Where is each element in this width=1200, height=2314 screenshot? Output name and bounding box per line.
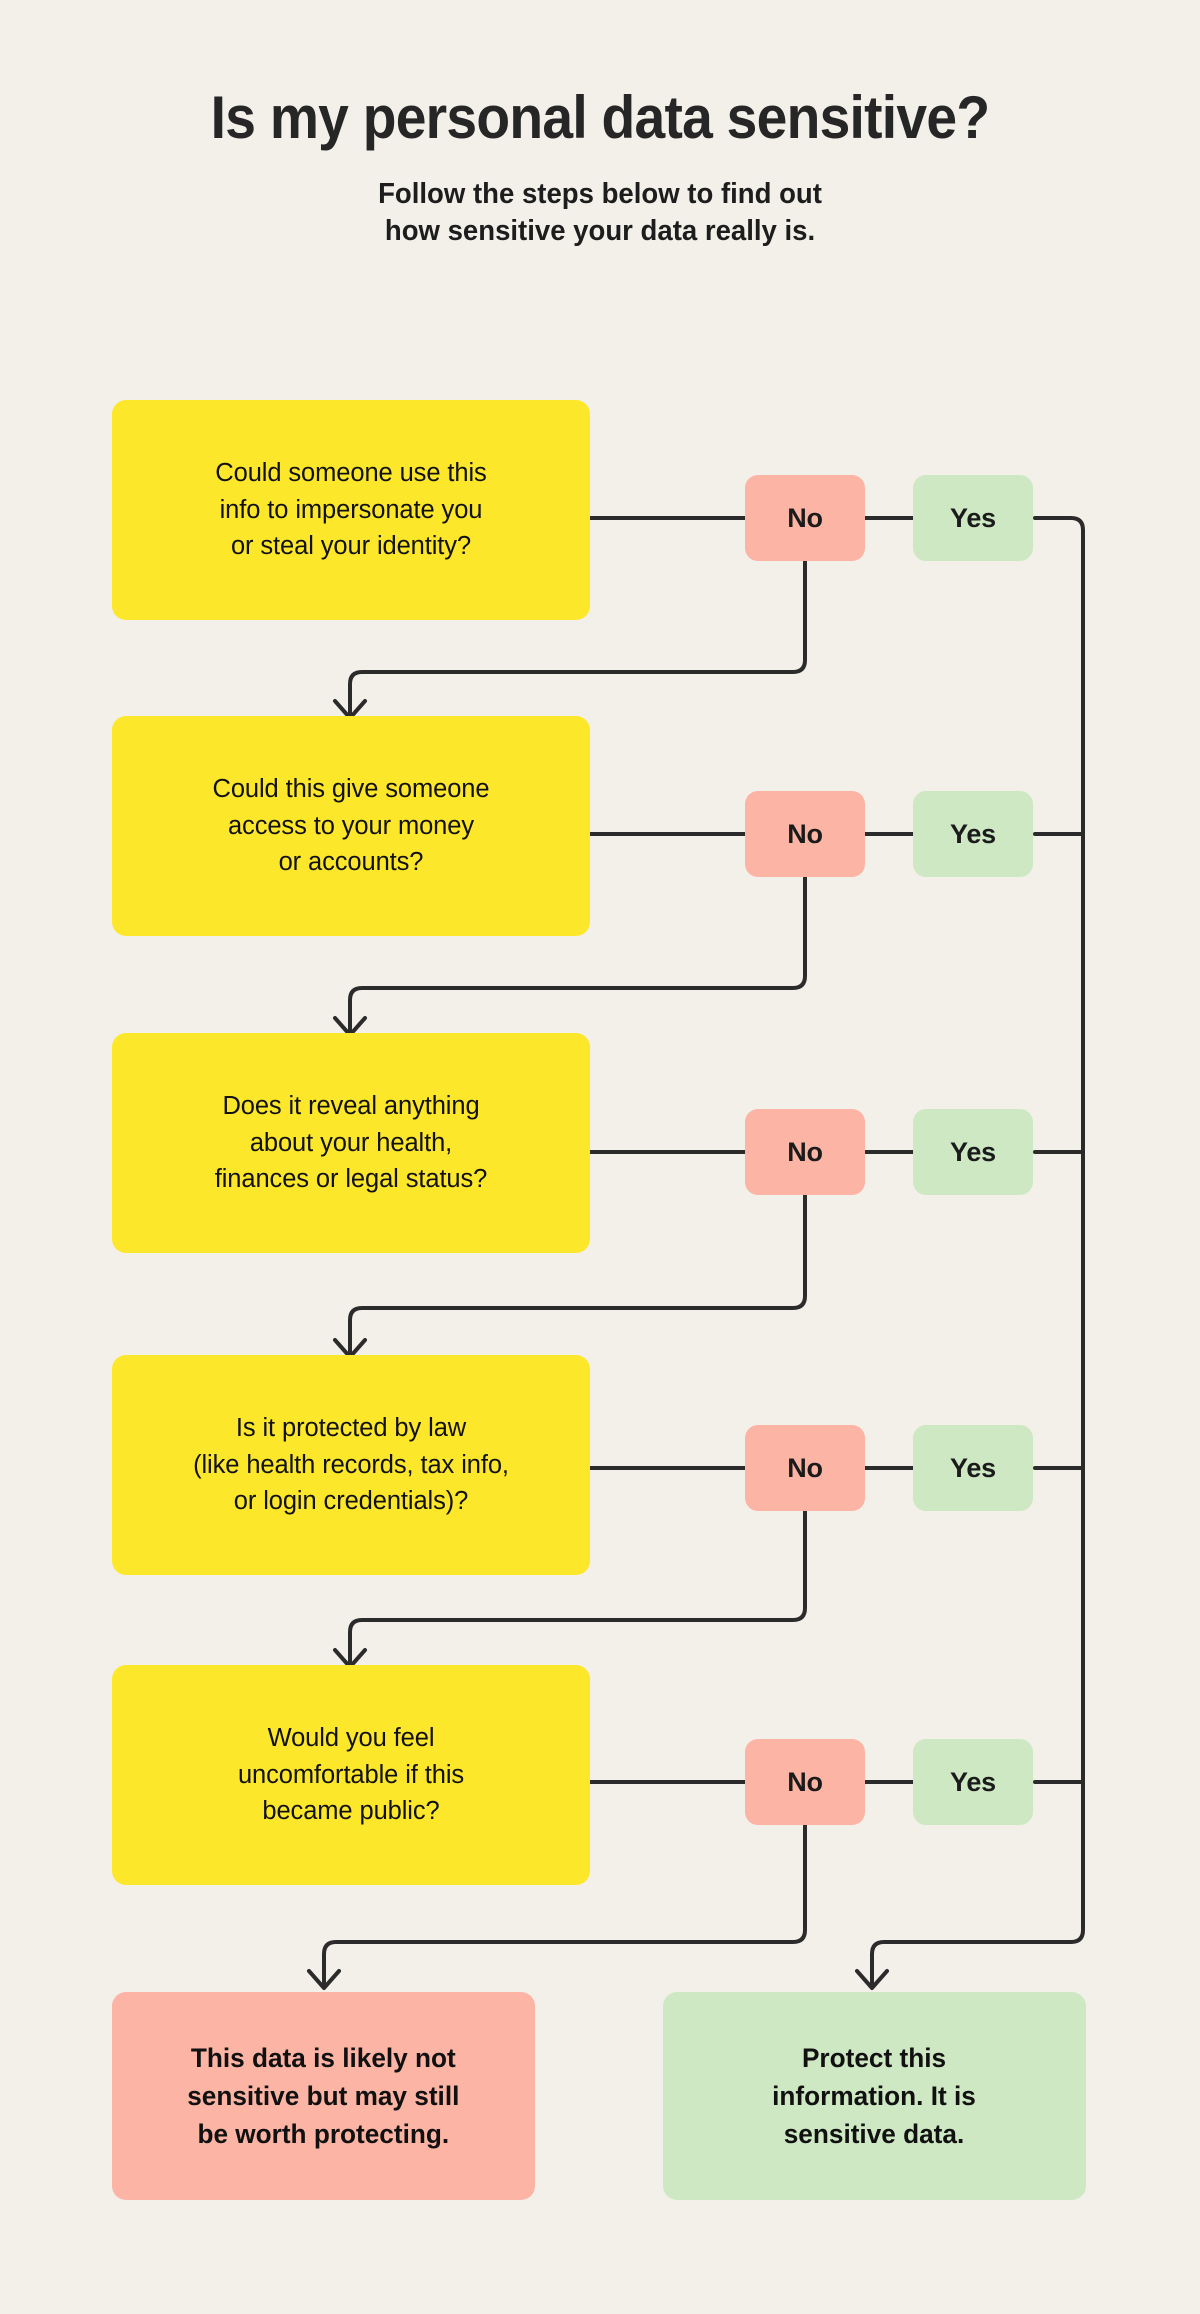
question-box-3[interactable]: Does it reveal anything about your healt… xyxy=(112,1033,590,1253)
yes-badge-1[interactable]: Yes xyxy=(913,475,1033,561)
no-badge-5[interactable]: No xyxy=(745,1739,865,1825)
arrowhead-result-no xyxy=(307,1969,341,1990)
subtitle-line-1: Follow the steps below to find out xyxy=(378,178,822,210)
question-text-1: Could someone use this info to impersona… xyxy=(215,458,487,561)
result-text-not-sensitive: This data is likely not sensitive but ma… xyxy=(187,2042,460,2150)
question-text-3: Does it reveal anything about your healt… xyxy=(214,1091,488,1194)
yes-badge-5[interactable]: Yes xyxy=(913,1739,1033,1825)
question-box-4[interactable]: Is it protected by law (like health reco… xyxy=(112,1355,590,1575)
no-badge-1[interactable]: No xyxy=(745,475,865,561)
arrowhead-result-yes xyxy=(855,1969,889,1990)
result-text-sensitive: Protect this information. It is sensitiv… xyxy=(772,2042,977,2150)
no-badge-4[interactable]: No xyxy=(745,1425,865,1511)
yes-badge-3[interactable]: Yes xyxy=(913,1109,1033,1195)
wire-trunk-4 xyxy=(870,1663,1085,1988)
page-title: Is my personal data sensitive? xyxy=(210,84,990,151)
yes-badge-2[interactable]: Yes xyxy=(913,791,1033,877)
question-box-5[interactable]: Would you feel uncomfortable if this bec… xyxy=(112,1665,590,1885)
subtitle-line-2: how sensitive your data really is. xyxy=(384,215,816,248)
result-box-not-sensitive[interactable]: This data is likely not sensitive but ma… xyxy=(112,1992,535,2200)
result-box-sensitive[interactable]: Protect this information. It is sensitiv… xyxy=(663,1992,1086,2200)
no-badge-2[interactable]: No xyxy=(745,791,865,877)
wire-yes1-to-trunk xyxy=(1033,516,1085,718)
page-subtitle: Follow the steps below to find out how s… xyxy=(30,148,1170,250)
question-box-1[interactable]: Could someone use this info to impersona… xyxy=(112,400,590,620)
question-text-2: Could this give someone access to your m… xyxy=(212,774,490,877)
question-text-5: Would you feel uncomfortable if this bec… xyxy=(237,1723,465,1826)
header: Is my personal data sensitive? Follow th… xyxy=(0,0,1200,250)
yes-badge-4[interactable]: Yes xyxy=(913,1425,1033,1511)
no-badge-3[interactable]: No xyxy=(745,1109,865,1195)
question-text-4: Is it protected by law (like health reco… xyxy=(193,1413,509,1516)
question-box-2[interactable]: Could this give someone access to your m… xyxy=(112,716,590,936)
